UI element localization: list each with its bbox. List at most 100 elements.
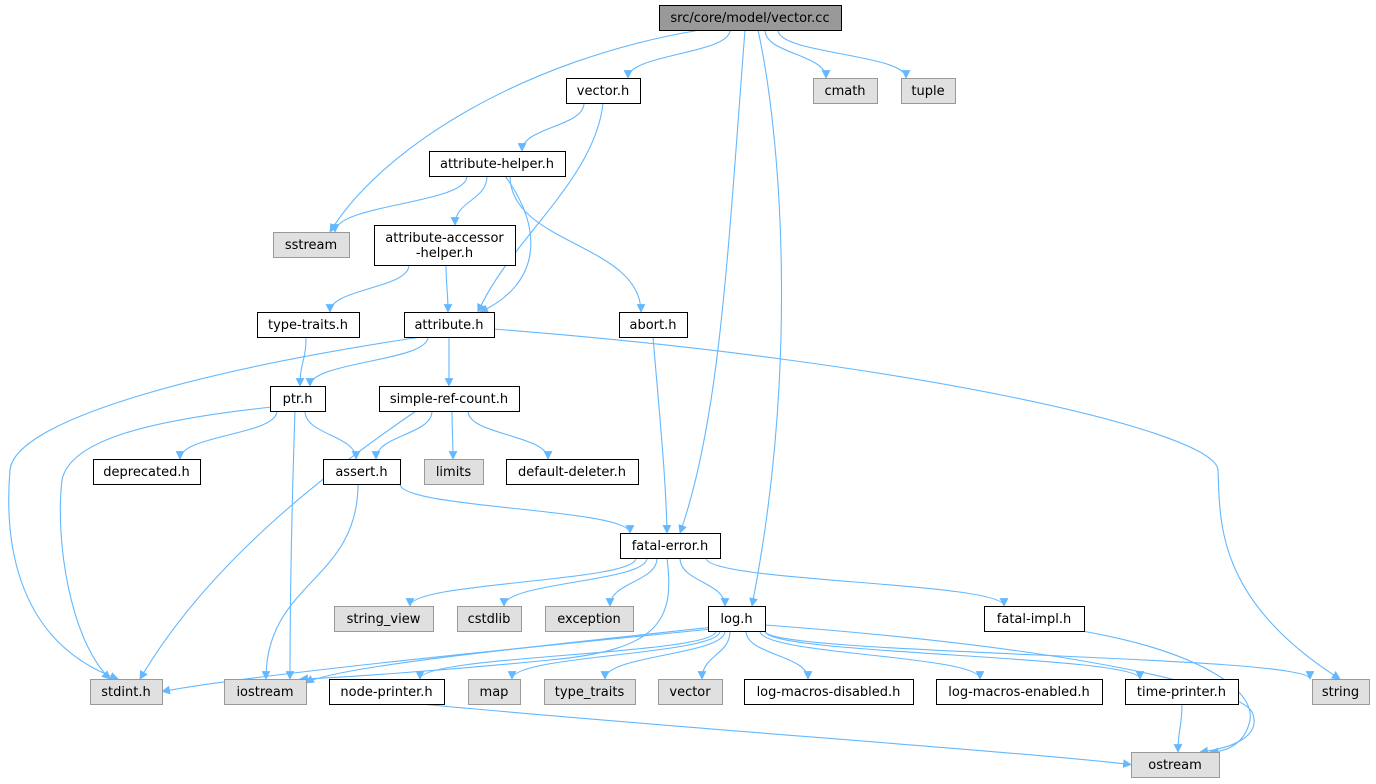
- edge-vector-cc-to-cmath: [764, 29, 831, 79]
- node-box: [545, 606, 634, 632]
- node-box: [273, 232, 350, 258]
- edge-attribute-helper-h-to-attribute-accessor-helper-h: [450, 175, 488, 226]
- node-box: [744, 679, 914, 705]
- node-box: [544, 679, 636, 705]
- node-label: iostream: [236, 685, 293, 700]
- node-label: attribute-accessor: [385, 231, 504, 246]
- edge-assert-h-to-iostream: [261, 483, 359, 680]
- node-vector-h[interactable]: vector.h: [566, 78, 641, 104]
- edge-vector-cc-to-vector-h: [623, 29, 731, 79]
- edge-type-traits-h-to-ptr-h: [295, 336, 307, 387]
- node-label: deprecated.h: [103, 465, 189, 480]
- edge-fatal-impl-h-to-ostream: [1069, 628, 1251, 757]
- node-vector-cc[interactable]: src/core/model/vector.cc: [659, 5, 842, 31]
- node-label: time-printer.h: [1137, 685, 1226, 700]
- edge-ptr-h-to-iostream: [285, 410, 296, 680]
- edge-arrow: [419, 703, 1132, 769]
- node-attribute-helper-h[interactable]: attribute-helper.h: [429, 151, 566, 177]
- node-box: [379, 386, 520, 412]
- edge-ptr-h-to-stdint-h: [59, 406, 273, 680]
- edge-fatal-error-h-to-string-view: [405, 557, 637, 607]
- edge-arrow: [175, 410, 278, 460]
- edge-vector-h-to-attribute-h: [477, 102, 604, 313]
- edge-attribute-helper-h-to-sstream: [330, 175, 468, 233]
- node-label: fatal-error.h: [632, 539, 709, 554]
- node-label: assert.h: [335, 465, 387, 480]
- node-box: [329, 679, 445, 705]
- node-box: [620, 533, 721, 559]
- edge-fatal-error-h-to-log-h: [679, 557, 730, 607]
- node-box: [334, 606, 434, 632]
- node-box: [619, 312, 688, 338]
- node-label: ptr.h: [283, 392, 313, 407]
- edge-arrow: [509, 175, 646, 313]
- edge-arrow: [330, 175, 468, 233]
- node-label: simple-ref-count.h: [390, 392, 508, 407]
- edge-arrow: [59, 406, 273, 680]
- edge-attribute-helper-h-to-attribute-h: [479, 175, 532, 313]
- node-abort-h[interactable]: abort.h: [619, 312, 688, 338]
- node-label: type-traits.h: [268, 318, 348, 333]
- edges-layer: [8, 29, 1341, 769]
- node-time-printer-h[interactable]: time-printer.h: [1125, 679, 1239, 705]
- edge-log-h-to-log-macros-disabled-h: [745, 630, 813, 680]
- node-exception: exception: [545, 606, 634, 632]
- node-simple-ref-count-h[interactable]: simple-ref-count.h: [379, 386, 520, 412]
- node-deprecated-h[interactable]: deprecated.h: [93, 459, 201, 485]
- edge-arrow: [749, 29, 783, 607]
- node-label: type_traits: [555, 685, 625, 700]
- edge-attribute-h-to-string: [492, 328, 1341, 680]
- edge-arrow: [329, 29, 701, 233]
- node-log-macros-disabled-h[interactable]: log-macros-disabled.h: [744, 679, 914, 705]
- edge-arrow: [415, 630, 717, 680]
- node-label: string_view: [347, 612, 421, 627]
- node-attribute-accessor-helper-h[interactable]: attribute-accessor-helper.h: [374, 225, 516, 266]
- edge-arrow: [759, 630, 985, 680]
- node-box: [90, 679, 163, 705]
- edge-arrow: [467, 410, 553, 460]
- edge-log-h-to-string: [764, 630, 1315, 680]
- node-string-view: string_view: [334, 606, 434, 632]
- node-node-printer-h[interactable]: node-printer.h: [329, 679, 445, 705]
- node-log-macros-enabled-h[interactable]: log-macros-enabled.h: [936, 679, 1103, 705]
- edge-arrow: [261, 483, 359, 680]
- node-box: [708, 606, 766, 632]
- node-assert-h[interactable]: assert.h: [323, 459, 401, 485]
- node-iostream: iostream: [224, 679, 307, 705]
- node-box: [659, 5, 842, 31]
- edge-arrow: [492, 328, 1341, 680]
- node-box: [270, 386, 326, 412]
- node-attribute-h[interactable]: attribute.h: [404, 312, 495, 338]
- edge-arrow: [705, 557, 1009, 607]
- node-string: string: [1312, 679, 1370, 705]
- edge-attribute-accessor-helper-h-to-type-traits-h: [325, 264, 410, 313]
- edge-attribute-h-to-stdint-h: [8, 336, 422, 681]
- node-type-traits-h[interactable]: type-traits.h: [257, 312, 360, 338]
- edge-arrow: [448, 410, 458, 460]
- node-box: [323, 459, 401, 485]
- edge-fatal-error-h-to-fatal-impl-h: [705, 557, 1009, 607]
- edge-arrow: [600, 630, 726, 680]
- node-box: [1312, 679, 1370, 705]
- edge-arrow: [777, 29, 911, 79]
- edge-time-printer-h-to-ostream: [1173, 703, 1183, 753]
- edge-log-h-to-map: [507, 630, 721, 680]
- node-box: [658, 679, 723, 705]
- edge-arrow: [161, 628, 713, 695]
- edge-arrow: [405, 557, 637, 607]
- node-ptr-h[interactable]: ptr.h: [270, 386, 326, 412]
- node-ostream: ostream: [1131, 752, 1220, 778]
- edge-log-h-to-log-macros-enabled-h: [759, 630, 985, 680]
- node-limits: limits: [424, 459, 484, 485]
- edge-simple-ref-count-h-to-limits: [448, 410, 458, 460]
- node-log-h[interactable]: log.h: [708, 606, 766, 632]
- node-label: log-macros-enabled.h: [948, 685, 1089, 700]
- node-default-deleter-h[interactable]: default-deleter.h: [506, 459, 639, 485]
- node-fatal-error-h[interactable]: fatal-error.h: [620, 533, 721, 559]
- edge-arrow: [479, 175, 532, 313]
- edge-arrow: [507, 630, 721, 680]
- edge-ptr-h-to-assert-h: [304, 410, 361, 460]
- node-box: [506, 459, 639, 485]
- node-fatal-impl-h[interactable]: fatal-impl.h: [984, 606, 1085, 632]
